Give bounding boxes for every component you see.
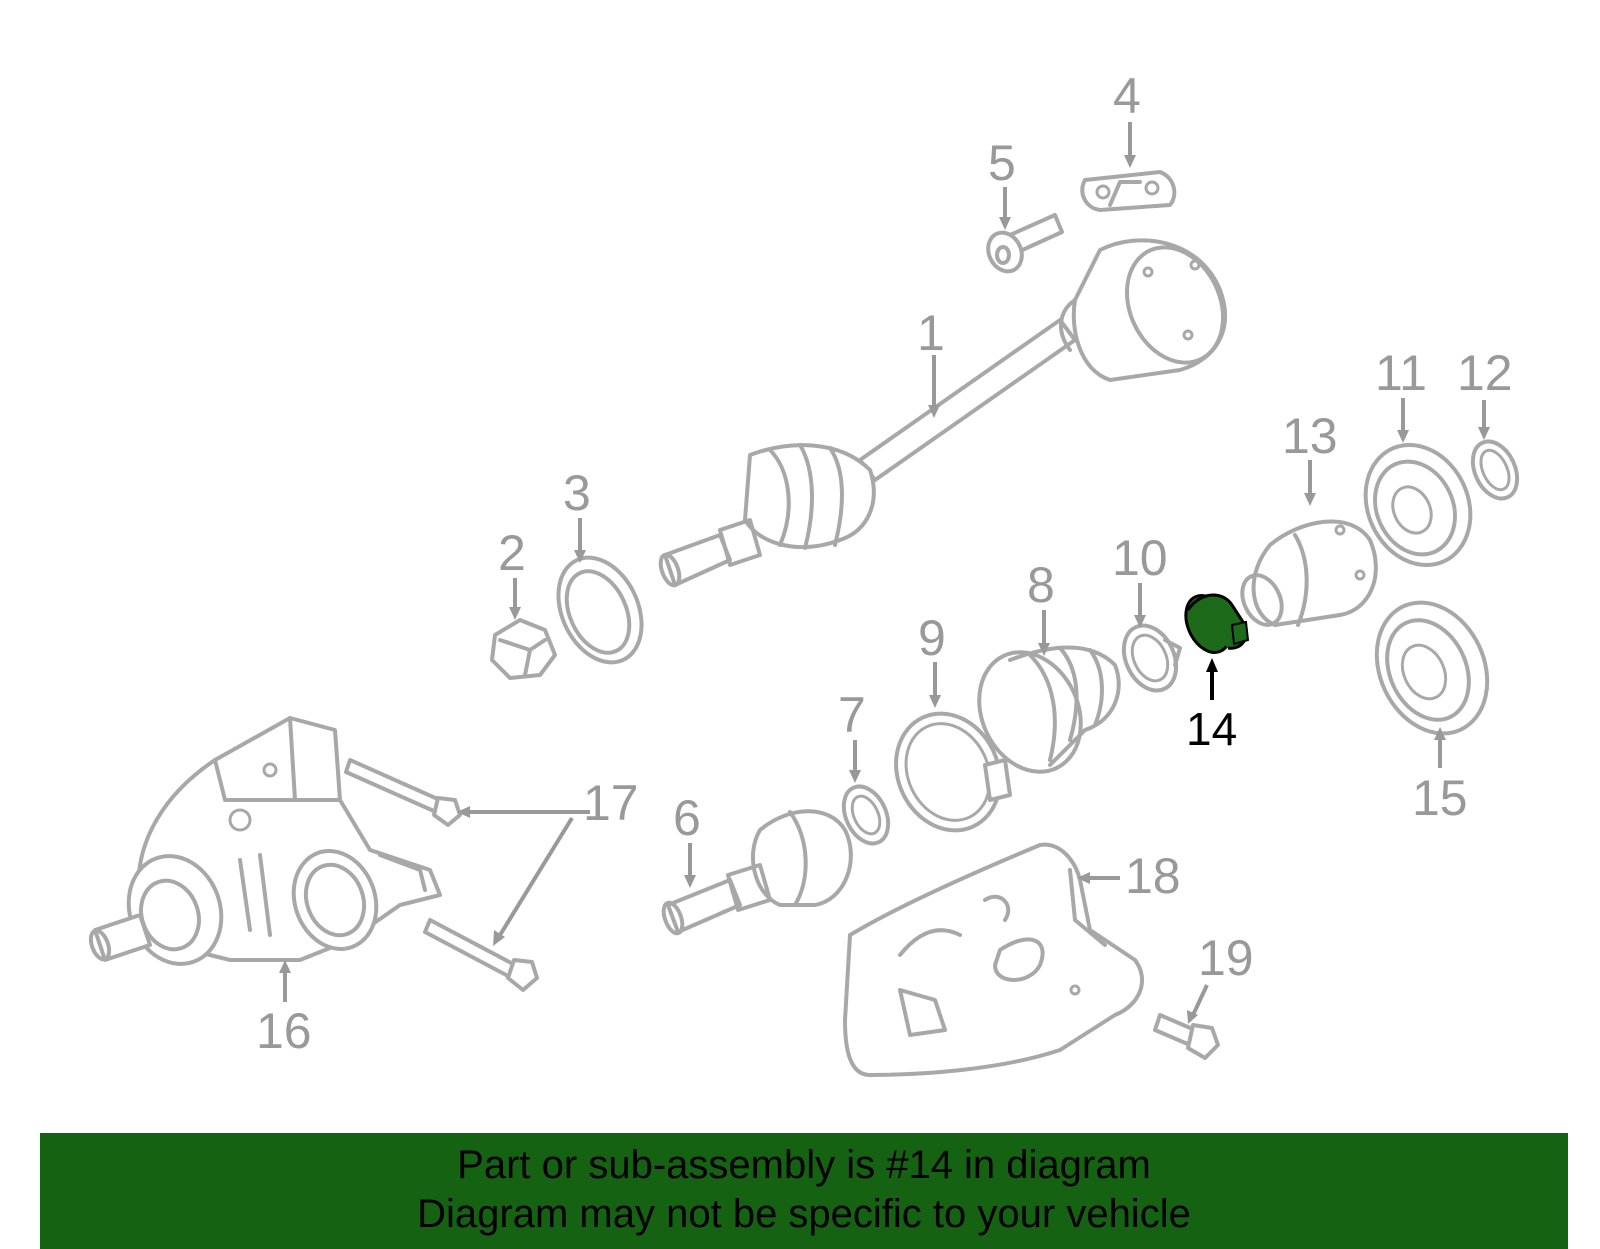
part-11-flange[interactable] <box>1346 428 1489 583</box>
leader-lines <box>279 122 1490 1024</box>
part-18-heat-shield[interactable] <box>843 842 1145 1077</box>
callout-6[interactable]: 6 <box>673 790 701 846</box>
part-3-ring[interactable] <box>542 544 657 676</box>
callout-12[interactable]: 12 <box>1457 345 1513 401</box>
part-6-outer-joint[interactable] <box>660 809 853 936</box>
info-banner: Part or sub-assembly is #14 in diagram D… <box>40 1133 1568 1249</box>
part-15-bearing[interactable] <box>1356 584 1508 751</box>
part-12-circlip[interactable] <box>1464 434 1526 505</box>
part-13-inner-joint[interactable] <box>1235 519 1378 631</box>
callout-3[interactable]: 3 <box>563 465 591 521</box>
part-19-bolt[interactable] <box>1153 1013 1220 1060</box>
callout-18[interactable]: 18 <box>1125 848 1181 904</box>
callout-17[interactable]: 17 <box>583 775 639 831</box>
callout-4[interactable]: 4 <box>1113 68 1141 124</box>
callout-5[interactable]: 5 <box>988 135 1016 191</box>
part-10-small-clamp[interactable] <box>1114 617 1186 699</box>
part-7-snap-ring[interactable] <box>835 779 897 850</box>
callout-11[interactable]: 11 <box>1375 345 1427 401</box>
banner-line-disclaimer: Diagram may not be specific to your vehi… <box>417 1192 1191 1236</box>
part-5-bolt[interactable] <box>982 213 1064 277</box>
callout-15[interactable]: 15 <box>1412 770 1468 826</box>
callout-14[interactable]: 14 <box>1186 703 1237 755</box>
callout-9[interactable]: 9 <box>918 610 946 666</box>
callout-1[interactable]: 1 <box>917 305 945 361</box>
callout-19[interactable]: 19 <box>1198 930 1254 986</box>
banner-line-part: Part or sub-assembly is #14 in diagram <box>457 1143 1151 1187</box>
callout-8[interactable]: 8 <box>1027 557 1055 613</box>
part-9-clamp[interactable] <box>877 696 1018 847</box>
callout-10[interactable]: 10 <box>1112 530 1168 586</box>
part-17-bolts[interactable] <box>344 758 539 992</box>
part-1-drive-shaft[interactable] <box>657 232 1241 588</box>
part-2-nut[interactable] <box>490 618 557 680</box>
callout-7[interactable]: 7 <box>838 687 866 743</box>
part-14-clamp-highlighted[interactable] <box>1177 588 1250 659</box>
callout-13[interactable]: 13 <box>1282 408 1338 464</box>
part-16-differential[interactable] <box>87 716 442 977</box>
part-4-bracket[interactable] <box>1080 170 1177 212</box>
callout-16[interactable]: 16 <box>256 1003 312 1059</box>
callout-2[interactable]: 2 <box>498 525 526 581</box>
callout-labels: 1 2 3 4 5 6 7 8 9 10 11 12 13 14 15 16 1… <box>256 68 1513 1059</box>
